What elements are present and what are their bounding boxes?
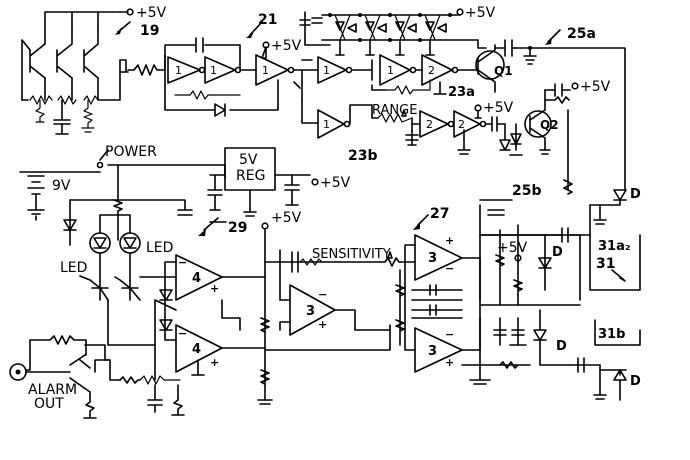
diode-label-mid: D: [552, 245, 563, 260]
ref-31b: 31b: [598, 327, 625, 342]
power-section: [19, 147, 319, 246]
ref-25a: 25a: [567, 26, 596, 42]
gate-2-label-a: 2: [428, 64, 435, 77]
led-driver-29: [79, 214, 266, 416]
regulator-line1: 5V: [239, 152, 258, 168]
ref-23a: 23a: [448, 85, 475, 100]
opamp-3-upper: 3: [428, 251, 437, 266]
opamp-3m-minus: −: [318, 288, 327, 301]
opamp-block-27: [395, 199, 601, 385]
sensitivity-label: SENSITIVITY: [312, 247, 391, 262]
opamp-3-middle-label: 3: [306, 304, 315, 319]
opamp-4-lower: 4: [192, 342, 201, 357]
opamp-3-lower: 3: [428, 344, 437, 359]
plus5v-q2: +5V: [580, 79, 611, 95]
gate-1-label-a: 1: [175, 64, 182, 77]
ref-31a2: 31a₂: [598, 239, 631, 254]
alarm-out-line1: ALARM: [28, 382, 77, 398]
opamp-4b-plus: +: [210, 356, 219, 369]
opamp-3a-minus: −: [445, 262, 454, 275]
battery-9v-label: 9V: [52, 178, 71, 194]
diode-label-top: D: [630, 187, 641, 202]
alarm-out-line2: OUT: [34, 396, 64, 412]
alarm-output: [9, 335, 141, 419]
ref-25b: 25b: [512, 183, 542, 199]
diode-label-bottom: D: [630, 374, 641, 389]
opamp-3b-plus: +: [445, 356, 454, 369]
ref-21: 21: [258, 12, 277, 28]
gate-chain-23a: [301, 39, 546, 95]
gate-2-label-c: 2: [458, 118, 465, 131]
plus5v-ladder: +5V: [465, 5, 496, 21]
range-label: RANGE: [372, 103, 417, 118]
gate-1-label-c: 1: [262, 64, 269, 77]
led-label-right: LED: [146, 240, 173, 256]
signal-bus: [257, 222, 391, 405]
ref-23b: 23b: [348, 148, 378, 164]
opamp-3b-minus: −: [445, 328, 454, 341]
power-switch-label: POWER: [105, 144, 157, 160]
gate-1-label-b: 1: [210, 64, 217, 77]
opamp-4-upper: 4: [192, 271, 201, 286]
plus5v-bus: +5V: [271, 210, 302, 226]
output-line-25a: [544, 29, 626, 191]
opamp-4a-plus: +: [210, 282, 219, 295]
led-label-left: LED: [60, 260, 87, 276]
outputs-31: [589, 189, 641, 401]
transistor-array-19: [21, 8, 166, 135]
opamp-3m-plus: +: [318, 318, 327, 331]
plus5v-27: +5V: [497, 240, 528, 256]
plus5v-reg: +5V: [320, 175, 351, 191]
opamp-3a-plus: +: [445, 234, 454, 247]
ref-19: 19: [140, 23, 159, 39]
diode-label-low: D: [556, 339, 567, 354]
opamp-3-middle: [279, 251, 401, 336]
gate-chain-23b: [301, 82, 579, 195]
ref-31: 31: [596, 256, 615, 272]
q2-label: Q2: [540, 118, 559, 132]
gate-2-label-b: 2: [426, 118, 433, 131]
plus5v-23b: +5V: [483, 100, 514, 116]
ref-27: 27: [430, 206, 449, 222]
plus5v-inverter: +5V: [271, 38, 302, 54]
gate-1-label-d: 1: [323, 64, 330, 77]
gate-1-label-e: 1: [387, 64, 394, 77]
inverter-chain-21: [164, 21, 313, 117]
regulator-line2: REG: [236, 168, 265, 184]
ref-29: 29: [228, 220, 247, 236]
opamp-4b-minus: −: [178, 327, 187, 340]
plus5v-top-left: +5V: [136, 5, 167, 21]
gate-1-label-f: 1: [323, 118, 330, 131]
q1-label: Q1: [494, 64, 513, 78]
opamp-4a-minus: −: [178, 256, 187, 269]
diode-ladder: [299, 8, 487, 56]
